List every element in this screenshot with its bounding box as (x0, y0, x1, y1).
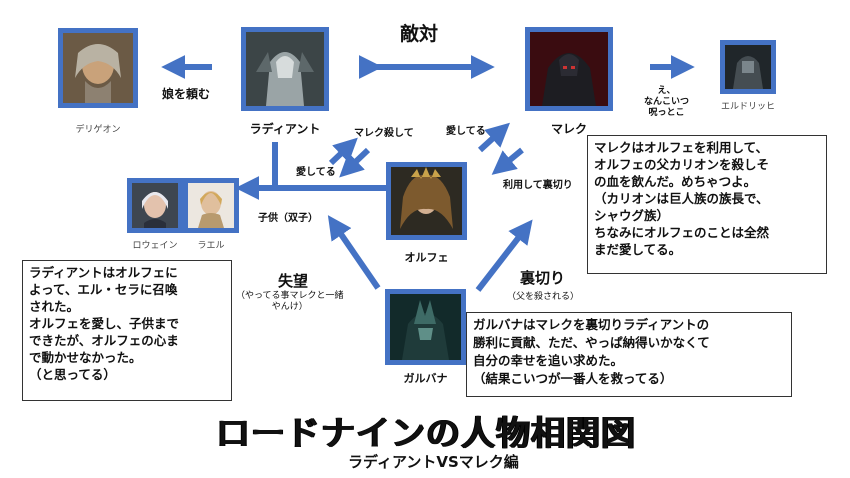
name-degion: デリゲオン (75, 125, 121, 135)
name-malek: マレク (550, 122, 587, 136)
label-daughter-request: 娘を頼む (162, 87, 211, 101)
radiant-image (246, 32, 324, 106)
name-radiant: ラディアント (249, 122, 321, 136)
note-malek: マレクはオルフェを利用して、 オルフェの父カリオンを殺しそ の血を飲んだ。めちゃ… (587, 135, 827, 274)
portrait-degion (58, 28, 138, 108)
rael-image (188, 183, 234, 228)
portrait-rael (183, 178, 239, 233)
page-title: ロードナインの人物相関図 (216, 414, 636, 454)
name-orfe: オルフェ (404, 251, 449, 264)
label-betrayal-note: （父を殺される） (507, 292, 580, 302)
arrow-kill-malek (328, 137, 358, 166)
rowein-image (132, 183, 178, 228)
note-galbana: ガルバナはマレクを裏切りラディアントの 勝利に貢献、ただ、やっぱ納得いかなくて … (466, 312, 792, 397)
galbana-image (390, 294, 461, 360)
page-subtitle: ラディアントVSマレク編 (348, 453, 519, 471)
portrait-radiant (241, 27, 329, 111)
portrait-galbana (385, 289, 466, 365)
label-loves-malek: 愛してる (446, 126, 486, 137)
label-eldrich-comment: え、 なんこいつ 呪っとこ (644, 86, 690, 118)
degion-image (63, 33, 133, 103)
name-eldrich: エルドリッヒ (720, 102, 775, 112)
arrow-loves-radiant (339, 147, 371, 178)
name-galbana: ガルバナ (403, 372, 448, 385)
portrait-eldrich (720, 40, 776, 94)
name-rael: ラエル (197, 241, 225, 251)
label-disappointment: 失望 (278, 272, 309, 290)
malek-image (530, 32, 608, 106)
arrow-loves-malek (477, 122, 510, 153)
label-disappointment-note: （やってる事マレクと一緒 やんけ） (236, 291, 344, 312)
label-kill-malek: マレク殺して (354, 128, 414, 139)
eldrich-image (725, 45, 771, 89)
portrait-rowein (127, 178, 183, 233)
label-children: 子供（双子） (258, 213, 318, 224)
note-radiant: ラディアントはオルフェに よって、エル・セラに召喚 された。 オルフェを愛し、子… (22, 260, 232, 401)
portrait-malek (525, 27, 613, 111)
arrow-children (235, 142, 278, 200)
arrow-used-betrayed (491, 147, 524, 175)
label-betrayal: 裏切り (520, 269, 566, 287)
label-loves-radiant: 愛してる (296, 167, 336, 178)
label-enmity: 敵対 (400, 23, 439, 45)
label-used-betrayed: 利用して裏切り (503, 180, 573, 191)
arrow-betrayal (475, 219, 533, 292)
orfe-image (391, 167, 462, 235)
name-rowein: ロウェイン (132, 241, 178, 251)
portrait-orfe (386, 162, 467, 240)
arrow-disappointment (327, 215, 381, 290)
